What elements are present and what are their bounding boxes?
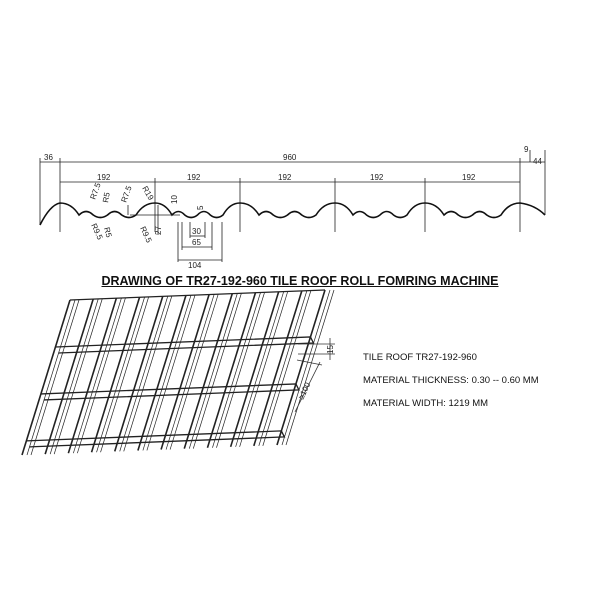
profile-dimensions (39, 150, 546, 262)
tile-rib (113, 296, 164, 452)
tile-rib (26, 299, 76, 456)
tile-rib (169, 294, 219, 450)
dim-step-length: ≥100 (297, 380, 313, 400)
tile-rib (119, 296, 169, 452)
dim-radius: R19 (140, 185, 155, 203)
dim-ripple: 5 (196, 205, 205, 210)
tile-rib (21, 299, 71, 456)
tile-rib (212, 292, 261, 448)
tile-rib (100, 297, 149, 453)
tile-rib (123, 296, 173, 452)
tile-rib (73, 298, 122, 454)
dim-radius: R9.5 (138, 225, 154, 245)
spec-thickness: MATERIAL THICKNESS: 0.30 -- 0.60 MM (363, 375, 539, 386)
dim-height: 27 (154, 226, 163, 235)
dim-overall-width: 960 (283, 153, 297, 162)
dim-inner-width: 30 (192, 227, 201, 236)
dim-radius: R9.5 (89, 222, 105, 242)
tile-rib (142, 295, 192, 451)
tile-rib (53, 298, 103, 455)
tile-step (26, 430, 286, 448)
tile-rib (137, 295, 187, 451)
dim-pitch: 192 (370, 173, 384, 182)
tile-rib (192, 293, 242, 449)
tile-rib (206, 292, 257, 448)
dim-pitch: 192 (187, 173, 201, 182)
tile-rib (235, 291, 284, 447)
tile-rib (49, 298, 99, 455)
tile-rib (160, 294, 210, 450)
tile-step (40, 383, 300, 401)
tile-rib (285, 289, 335, 446)
tile-3d-view (21, 289, 335, 456)
tile-dimensions (294, 338, 335, 413)
spec-width: MATERIAL WIDTH: 1219 MM (363, 398, 489, 409)
drawing-title: DRAWING OF TR27-192-960 TILE ROOF ROLL F… (101, 274, 499, 288)
tile-rib (216, 292, 265, 448)
dim-pitch: 192 (462, 173, 476, 182)
tile-rib (239, 291, 288, 447)
dim-radius: R7.5 (119, 184, 133, 203)
dim-middle-width: 65 (192, 238, 201, 247)
dim-left-overhang: 36 (44, 153, 53, 162)
profile-labels: 36 960 9 44 192 192 192 192 192 R7.5 R5 … (44, 145, 542, 270)
tile-rib (183, 293, 234, 449)
tile-rib (188, 293, 238, 449)
tile-rib (77, 298, 126, 454)
tile-rib (281, 289, 331, 446)
dim-step: 10 (170, 195, 179, 204)
tile-rib (253, 290, 303, 447)
dim-pitch: 192 (97, 173, 111, 182)
tile-rib (262, 290, 312, 447)
dim-radius: R5 (102, 226, 113, 239)
tile-rib (229, 291, 280, 448)
tile-rib (96, 297, 145, 453)
tile-rib (258, 290, 308, 447)
tile-rib (67, 297, 118, 454)
dim-outer-width: 104 (188, 261, 202, 270)
spec-name: TILE ROOF TR27-192-960 (363, 352, 477, 363)
dim-right-overhang: 44 (533, 157, 542, 166)
tile-step (55, 336, 315, 354)
tile-top-edge (69, 289, 326, 301)
dim-right-edge: 9 (524, 145, 529, 154)
tile-rib (276, 289, 326, 446)
tile-rib (146, 295, 196, 451)
tile-rib (44, 298, 94, 455)
tile-rib (90, 297, 141, 453)
roof-profile-curve (39, 202, 546, 226)
tile-rib (30, 299, 80, 456)
dim-step-height: 15 (326, 345, 335, 354)
dim-pitch: 192 (278, 173, 292, 182)
tile-rib (165, 294, 215, 450)
dim-radius: R5 (101, 191, 112, 203)
dim-radius: R7.5 (88, 181, 102, 200)
